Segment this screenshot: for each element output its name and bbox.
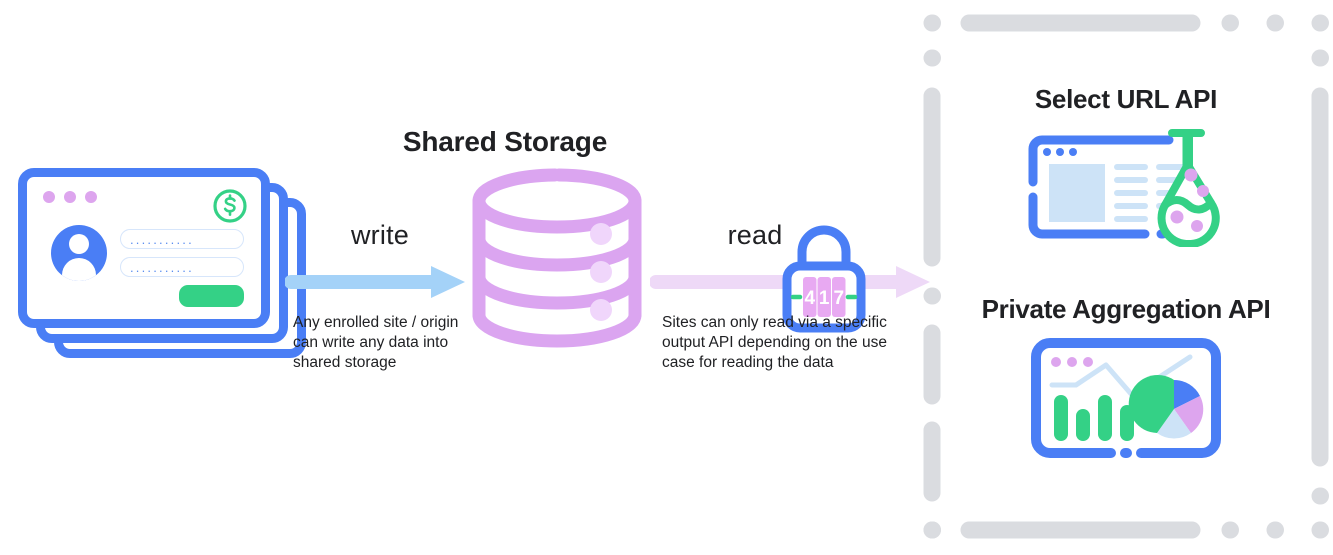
write-label: write [350,220,409,250]
shared-storage-cylinder-icon [467,168,647,348]
enrolled-sites-window-stack: ........... ........... [18,168,308,360]
avatar-head [69,234,89,254]
avatar-body [62,258,96,281]
browser-chart-icon [1028,337,1224,461]
window-dot-2 [64,191,76,203]
window-dot-3 [85,191,97,203]
storage-dot-1 [590,223,612,245]
write-caption: Any enrolled site / origin can write any… [293,314,459,371]
username-input[interactable]: ........... [120,229,244,249]
read-caption: Sites can only read via a specific outpu… [662,314,887,371]
select-url-api-title: Select URL API [1034,84,1218,114]
write-flow-group: write Any enrolled site / origin can wri… [285,220,475,371]
private-aggregation-api-title: Private Aggregation API [981,294,1271,324]
password-input[interactable]: ........... [120,257,244,277]
window-traffic-lights [43,191,97,203]
user-avatar-icon [51,225,107,281]
panel-dashed-border [922,6,1330,549]
private-aggregation-api-block: Private Aggregation API [922,294,1330,466]
lock-digit-3: 7 [834,288,845,309]
storage-dot-2 [590,261,612,283]
submit-button[interactable] [179,285,244,307]
storage-dot-3 [590,299,612,321]
lock-digit-2: 1 [819,288,830,309]
dollar-circle-icon [211,187,249,225]
read-label: read [727,220,783,250]
lock-digit-1: 4 [805,288,816,309]
write-arrow-icon [285,264,467,300]
browser-flask-icon [1019,127,1233,247]
combination-lock-icon: 4 1 7 [776,222,872,334]
shared-storage-title: Shared Storage [402,126,608,157]
browser-window-front: ........... ........... [18,168,270,328]
output-api-panel: Select URL API [922,6,1330,549]
select-url-api-block: Select URL API [922,84,1330,252]
window-dot-1 [43,191,55,203]
